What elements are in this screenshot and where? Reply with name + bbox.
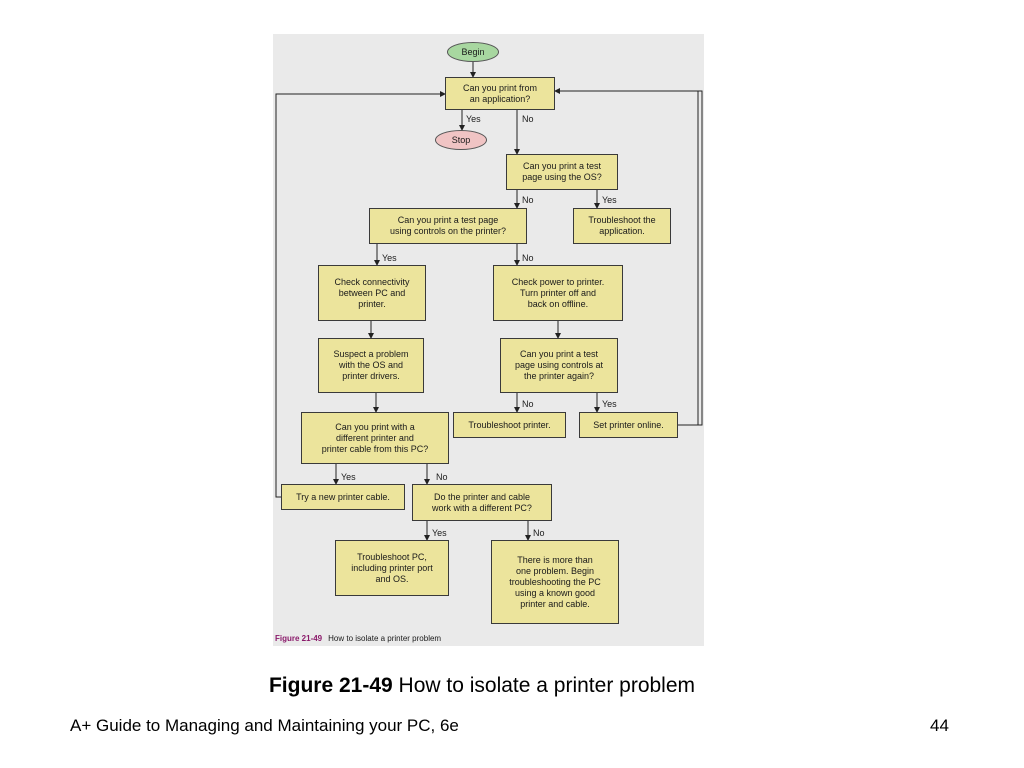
stop-node: Stop bbox=[435, 130, 487, 150]
figure-panel-caption-text: How to isolate a printer problem bbox=[328, 634, 442, 643]
node-test-page-os: Can you print a test page using the OS? bbox=[506, 154, 618, 190]
edge-label-printer-yes: Yes bbox=[382, 253, 397, 263]
edge-new-cable-loop bbox=[275, 91, 446, 498]
node-test-page-again: Can you print a test page using controls… bbox=[500, 338, 618, 393]
node-new-printer-cable: Try a new printer cable. bbox=[281, 484, 405, 510]
edge-label-app-no: No bbox=[522, 114, 534, 124]
slide-caption-text: How to isolate a printer problem bbox=[392, 674, 696, 697]
edge-label-os-no: No bbox=[522, 195, 534, 205]
begin-node: Begin bbox=[447, 42, 499, 62]
slide-caption-number: Figure 21-49 bbox=[268, 674, 393, 697]
node-multiple-problems: There is more than one problem. Begin tr… bbox=[491, 540, 619, 624]
node-different-pc: Do the printer and cable work with a dif… bbox=[412, 484, 552, 521]
edge-label-os-yes: Yes bbox=[602, 195, 617, 205]
edge-label-diff-printer-no: No bbox=[436, 472, 448, 482]
edge-label-diff-pc-no: No bbox=[533, 528, 545, 538]
edge-label-printer-no: No bbox=[522, 253, 534, 263]
edge-label-diff-printer-yes: Yes bbox=[341, 472, 356, 482]
edge-label-diff-pc-yes: Yes bbox=[432, 528, 447, 538]
figure-panel-number: Figure 21-49 bbox=[275, 634, 323, 643]
node-test-page-printer: Can you print a test page using controls… bbox=[369, 208, 527, 244]
footer-book-title: A+ Guide to Managing and Maintaining you… bbox=[70, 716, 459, 735]
figure-panel: Begin Can you print from an application?… bbox=[273, 34, 704, 646]
node-troubleshoot-printer: Troubleshoot printer. bbox=[453, 412, 566, 438]
edge-label-app-yes: Yes bbox=[466, 114, 481, 124]
edge-set-online-loop bbox=[554, 88, 703, 426]
edge-label-again-yes: Yes bbox=[602, 399, 617, 409]
node-check-power: Check power to printer. Turn printer off… bbox=[493, 265, 623, 321]
node-suspect-os: Suspect a problem with the OS and printe… bbox=[318, 338, 424, 393]
node-print-from-app: Can you print from an application? bbox=[445, 77, 555, 110]
node-different-printer: Can you print with a different printer a… bbox=[301, 412, 449, 464]
slide-caption: Figure 21-49 How to isolate a printer pr… bbox=[0, 674, 964, 698]
footer-page-number: 44 bbox=[930, 716, 949, 735]
node-troubleshoot-pc: Troubleshoot PC, including printer port … bbox=[335, 540, 449, 596]
flowchart-connectors bbox=[275, 62, 703, 541]
edge-label-again-no: No bbox=[522, 399, 534, 409]
node-set-printer-online: Set printer online. bbox=[579, 412, 678, 438]
node-troubleshoot-app: Troubleshoot the application. bbox=[573, 208, 671, 244]
node-check-connectivity: Check connectivity between PC and printe… bbox=[318, 265, 426, 321]
figure-panel-caption: Figure 21-49 How to isolate a printer pro… bbox=[275, 634, 441, 644]
